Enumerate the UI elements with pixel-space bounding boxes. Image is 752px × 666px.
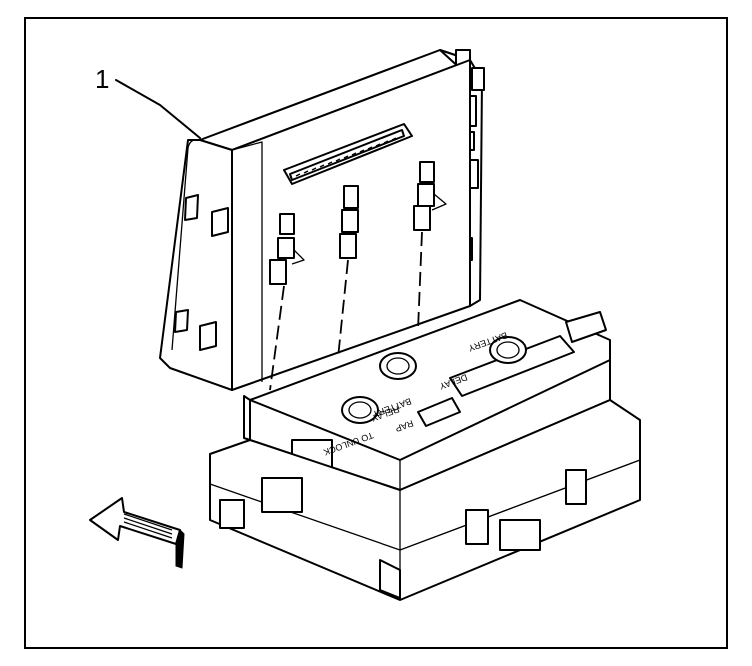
diagram-frame [24, 17, 728, 649]
alignment-line-2 [337, 259, 349, 359]
access-holes [341, 336, 527, 424]
alignment-line-3 [417, 231, 423, 331]
module-clips [174, 194, 229, 351]
arrow-left-icon [89, 497, 185, 569]
module-upper [159, 49, 485, 391]
module-lower [209, 299, 641, 601]
alignment-line-1 [269, 285, 285, 391]
terminals [269, 161, 447, 285]
callout-leader [115, 79, 201, 139]
main-connector [283, 123, 413, 185]
callout-number: 1 [95, 64, 109, 94]
